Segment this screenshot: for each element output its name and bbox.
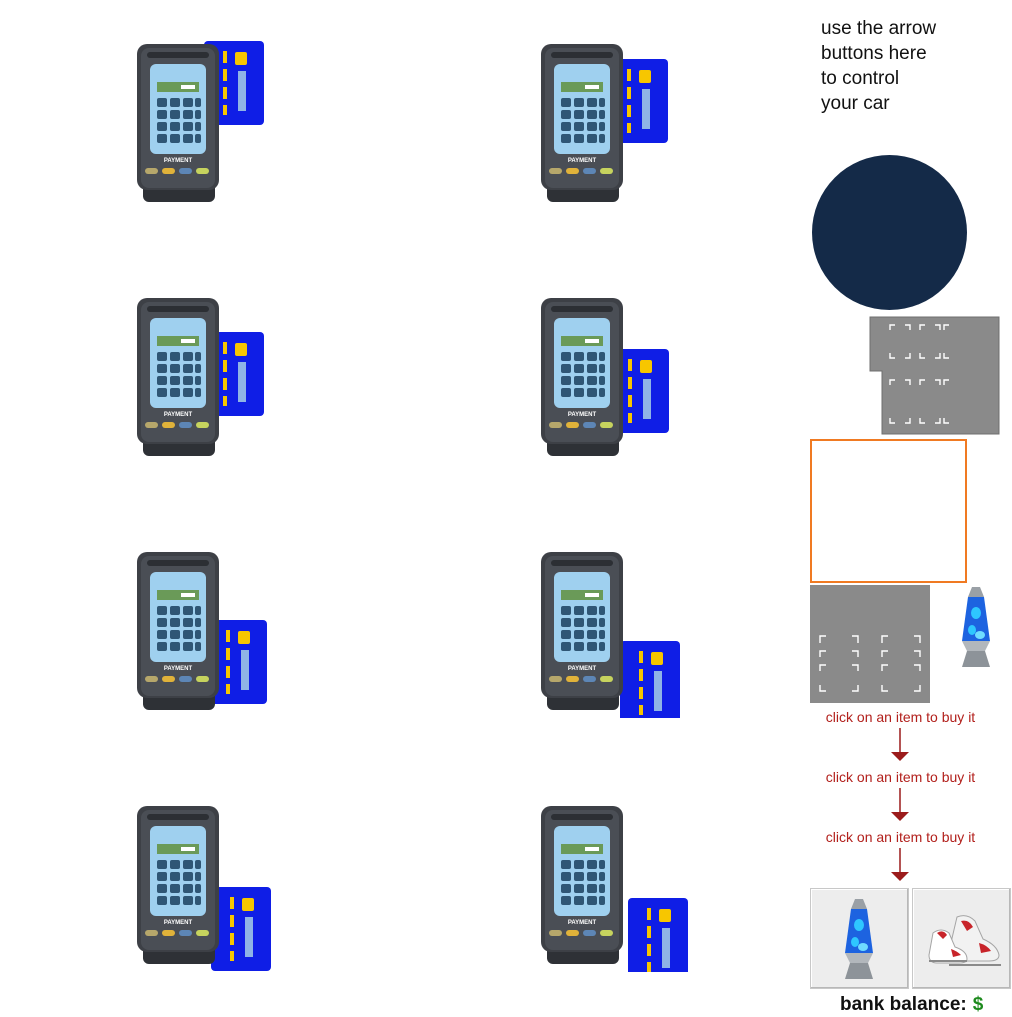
- payment-terminal-7[interactable]: PAYMENT: [136, 802, 286, 972]
- control-instructions: use the arrow buttons here to control yo…: [821, 18, 937, 114]
- terminal-label: PAYMENT: [568, 666, 597, 672]
- terminal-label: PAYMENT: [164, 666, 193, 672]
- parking-garage-icon: [810, 585, 930, 703]
- terminal-label: PAYMENT: [568, 412, 597, 418]
- shop-item-box[interactable]: [810, 439, 967, 583]
- buy-hint-2: click on an item to buy it: [825, 769, 976, 785]
- payment-terminal-4[interactable]: PAYMENT: [540, 294, 690, 464]
- terminal-label: PAYMENT: [164, 920, 193, 926]
- arrow-control-pad[interactable]: [812, 155, 967, 310]
- terminal-label: PAYMENT: [568, 158, 597, 164]
- payment-terminal-8[interactable]: PAYMENT: [540, 802, 690, 972]
- arrow-down-icon: [891, 848, 909, 881]
- bank-balance-currency: $: [972, 994, 984, 1015]
- payment-terminal-5[interactable]: PAYMENT: [136, 548, 286, 718]
- terminal-label: PAYMENT: [164, 158, 193, 164]
- bank-balance-label: bank balance:: [840, 994, 967, 1015]
- lava-lamp-icon: [845, 899, 873, 979]
- sneakers-icon: [928, 915, 1001, 966]
- parking-lot-icon: [868, 315, 1000, 435]
- arrow-down-icon: [891, 788, 909, 821]
- payment-terminal-1[interactable]: PAYMENT: [136, 40, 286, 210]
- terminal-label: PAYMENT: [164, 412, 193, 418]
- inventory-slot-lava-lamp[interactable]: [810, 888, 909, 989]
- buy-hint-3: click on an item to buy it: [825, 829, 976, 845]
- lava-lamp-icon[interactable]: [958, 585, 994, 669]
- buy-hint-1: click on an item to buy it: [825, 709, 976, 725]
- arrow-down-icon: [891, 728, 909, 761]
- payment-terminal-2[interactable]: PAYMENT: [540, 40, 690, 210]
- bank-balance: bank balance:$: [840, 994, 983, 1016]
- payment-terminal-6[interactable]: PAYMENT: [540, 548, 690, 718]
- terminal-label: PAYMENT: [568, 920, 597, 926]
- inventory-slot-sneakers[interactable]: [912, 888, 1011, 989]
- payment-terminal-3[interactable]: PAYMENT: [136, 294, 286, 464]
